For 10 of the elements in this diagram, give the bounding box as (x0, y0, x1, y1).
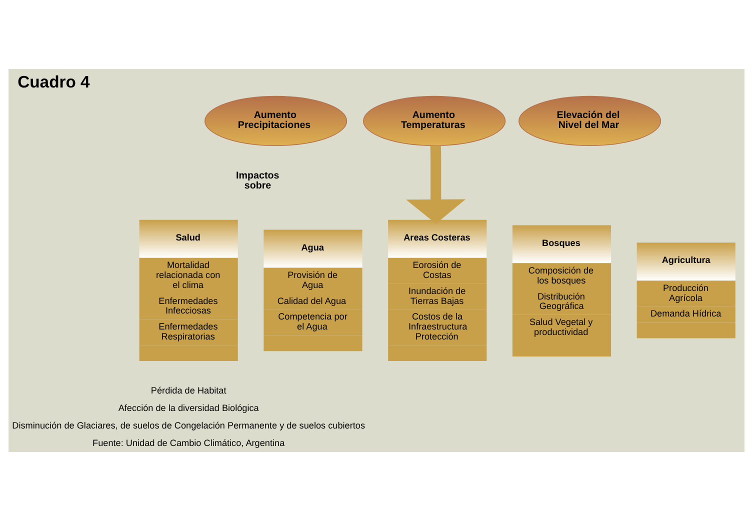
node-ellipse: Aumento Precipitaciones (204, 95, 348, 146)
arrow (406, 144, 466, 224)
label: Fuente: Unidad de Cambio Climático, Argentina (92, 438, 285, 448)
label: Disminución de Glaciares, de suelos de Congelación Permanente y de suelos cubiertos (12, 420, 366, 430)
diagram-title: Cuadro 4 (18, 72, 90, 92)
label: Pérdida de Habitat (150, 385, 226, 396)
label: Impactos sobre (236, 170, 280, 191)
label: Afección de la diversidad Biológica (118, 402, 259, 413)
node-ellipse: Elevación del Nivel del Mar (518, 95, 662, 146)
node-ellipse: Aumento Temperaturas (363, 95, 506, 146)
